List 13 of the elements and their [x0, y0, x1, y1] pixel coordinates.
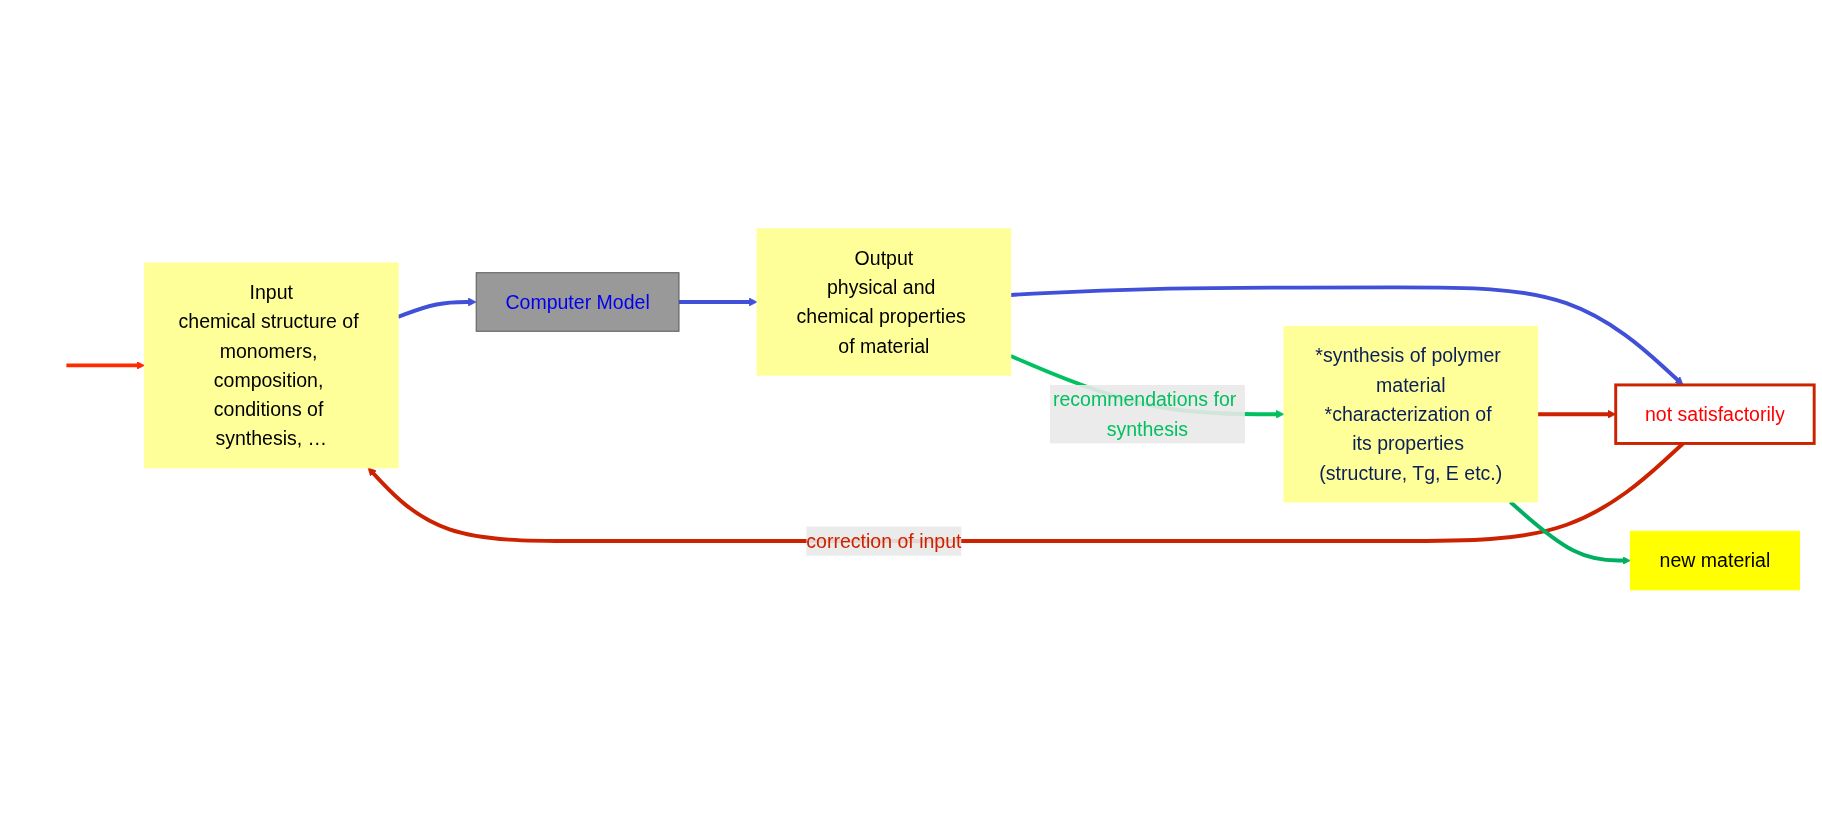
arrow	[1509, 500, 1631, 565]
node-box: Output physical and chemical properties of material	[756, 228, 1012, 376]
arrow	[679, 297, 758, 306]
arrow	[66, 360, 145, 370]
node-box: not satisfactorily	[1614, 383, 1816, 445]
edge-label: correction of input	[806, 529, 962, 552]
node-box: new material	[1629, 530, 1801, 590]
node-box: Computer Model	[475, 271, 680, 332]
edge-label: recommendations for synthesis	[1052, 388, 1237, 440]
arrow	[1010, 285, 1684, 385]
arrow	[397, 297, 477, 319]
node-box: Input chemical structure of monomers, composition, conditions of synthesis, …	[143, 262, 399, 469]
node-box: *synthesis of polymer material *characterization of its properties (structure, Tg, E etc.)	[1283, 325, 1539, 503]
